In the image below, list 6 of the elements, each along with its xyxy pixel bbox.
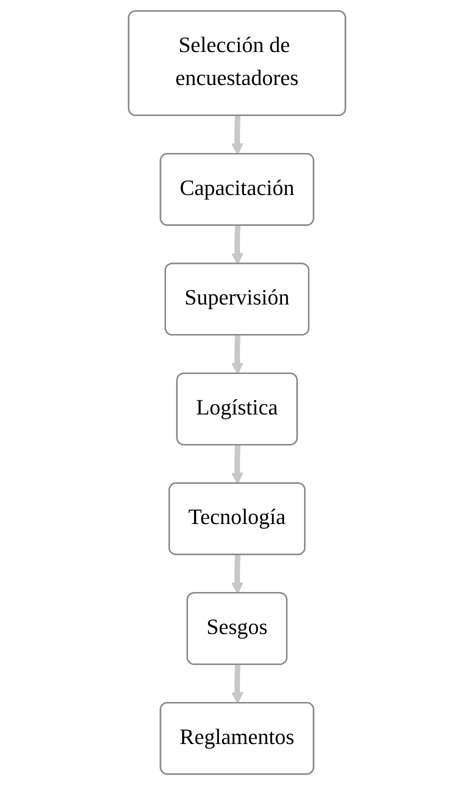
arrow <box>231 116 244 155</box>
arrow <box>231 226 244 265</box>
arrow <box>231 664 244 704</box>
arrow <box>231 445 244 484</box>
arrow <box>231 555 244 594</box>
arrow <box>231 335 244 375</box>
